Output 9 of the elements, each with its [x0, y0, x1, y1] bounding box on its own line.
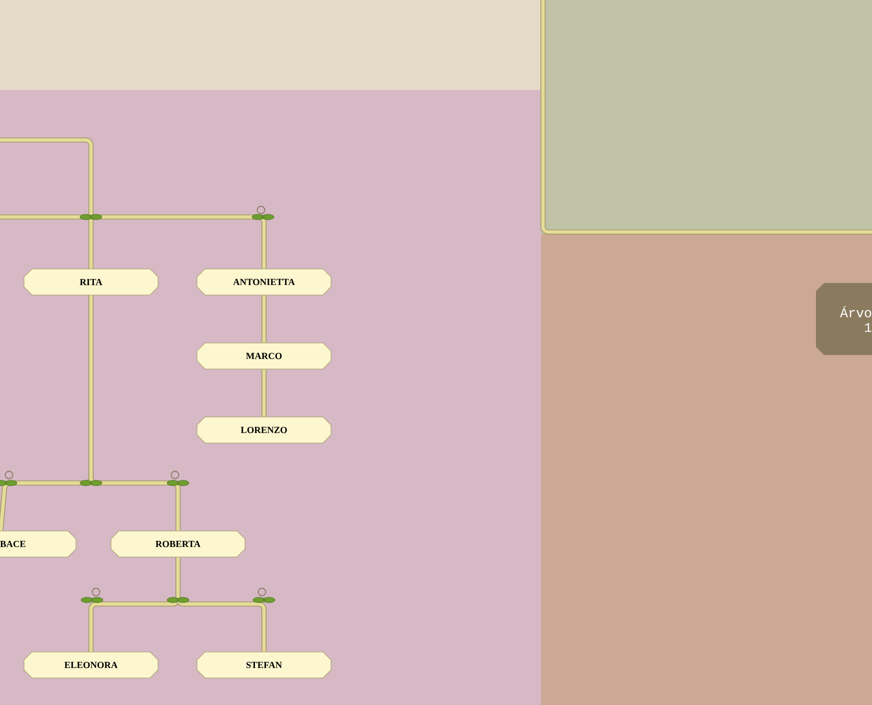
name-box: BACE: [0, 530, 76, 558]
name-box: RITA: [24, 268, 158, 296]
name-box: STEFAN: [196, 652, 332, 678]
name-box: LORENZO: [196, 416, 332, 444]
name-box: ROBERTA: [110, 530, 246, 558]
name-box: ANTONIETTA: [196, 268, 332, 296]
name-box: MARCO: [196, 342, 332, 370]
name-box: ELEONORA: [24, 652, 158, 678]
title-box: Árvo 1: [816, 283, 872, 355]
